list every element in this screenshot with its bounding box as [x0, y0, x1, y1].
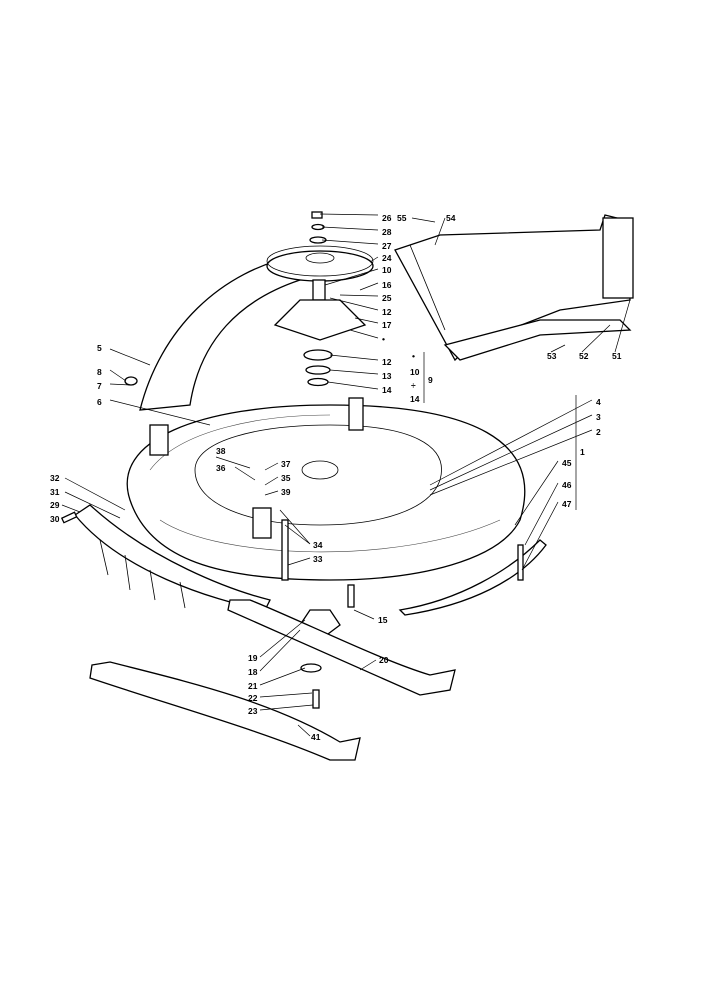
part-label: 30 [50, 514, 60, 524]
part-label: 6 [97, 397, 102, 407]
part-label: 45 [562, 458, 572, 468]
labels-spindle: 26 28 27 24 10 16 25 12 17 • 12 13 14 [382, 213, 392, 395]
part-label: 35 [281, 473, 291, 483]
part-label: 25 [382, 293, 392, 303]
part-label: 20 [379, 655, 389, 665]
part-label: 3 [596, 412, 601, 422]
bolt [281, 519, 289, 581]
kit-number: 9 [428, 375, 433, 385]
labels-skirt: 32 31 29 30 [50, 473, 60, 524]
part-label: 12 [382, 357, 392, 367]
kit-start: • [412, 351, 415, 361]
part-label: 18 [248, 667, 258, 677]
part-label: 52 [579, 351, 589, 361]
part-label: 4 [596, 397, 601, 407]
part-label: 31 [50, 487, 60, 497]
part-label: 2 [596, 427, 601, 437]
part-label: 54 [446, 213, 456, 223]
kit-sep: ÷ [411, 380, 416, 390]
part-label: 22 [248, 693, 258, 703]
part-label: 17 [382, 320, 392, 330]
kit-mid: 10 [410, 367, 420, 377]
part-label: 16 [382, 280, 392, 290]
part-label: 12 [382, 307, 392, 317]
part-label: 36 [216, 463, 226, 473]
labels-chute: 55 54 51 52 53 [397, 213, 622, 361]
part-label: 38 [216, 446, 226, 456]
part-label: 53 [547, 351, 557, 361]
labels-right: 4 3 2 1 45 46 47 [562, 397, 601, 509]
part-label: 39 [281, 487, 291, 497]
bearing [303, 349, 333, 361]
blade-20 [227, 599, 456, 696]
part-label: 33 [313, 554, 323, 564]
part-label: 32 [50, 473, 60, 483]
part-label: 26 [382, 213, 392, 223]
part-label: 34 [313, 540, 323, 550]
discharge-cover [139, 254, 301, 411]
part-label: 7 [97, 381, 102, 391]
pulley [266, 245, 374, 282]
part-label: 29 [50, 500, 60, 510]
part-label: 13 [382, 371, 392, 381]
part-label: 46 [562, 480, 572, 490]
part-label: 51 [612, 351, 622, 361]
deflector-strip [398, 539, 547, 616]
kit-note: • 10 ÷ 14 9 [410, 351, 433, 404]
part-label: 10 [382, 265, 392, 275]
part-label: 21 [248, 681, 258, 691]
part-label: 15 [378, 615, 388, 625]
part-label: 41 [311, 732, 321, 742]
part-label: 47 [562, 499, 572, 509]
spindle-housing [273, 299, 367, 341]
labels-center: 38 36 37 35 39 34 33 [216, 446, 323, 564]
part-label: 27 [382, 241, 392, 251]
blade-41 [89, 661, 361, 761]
part-label: 19 [248, 653, 258, 663]
part-label: 55 [397, 213, 407, 223]
part-label: 23 [248, 706, 258, 716]
part-label: 24 [382, 253, 392, 263]
labels-left: 5 8 7 6 [97, 343, 102, 407]
leader-lines [61, 213, 631, 737]
part-label: 5 [97, 343, 102, 353]
grass-chute [394, 214, 634, 362]
spindle-shaft [312, 279, 326, 301]
part-label: • [382, 334, 385, 344]
part-label: 37 [281, 459, 291, 469]
part-label: 28 [382, 227, 392, 237]
labels-blade: 15 19 18 21 22 23 20 41 [248, 615, 389, 742]
part-label: 8 [97, 367, 102, 377]
kit-end: 14 [410, 394, 420, 404]
part-label: 14 [382, 385, 392, 395]
part-label: 1 [580, 447, 585, 457]
mower-deck [126, 397, 526, 581]
